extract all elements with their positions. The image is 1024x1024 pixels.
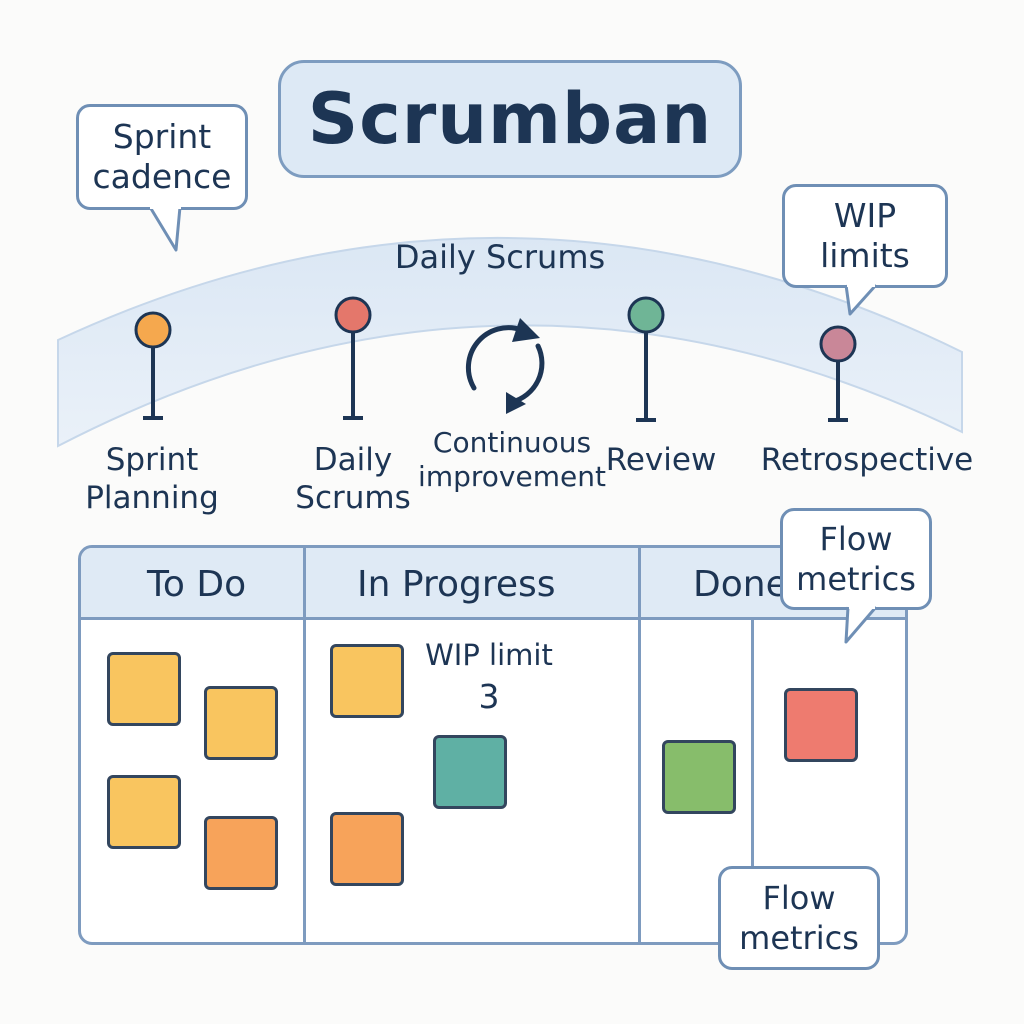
- event-label-daily-scrums: Daily Scrums: [295, 442, 411, 516]
- pin-daily-scrums: [334, 296, 372, 420]
- card-progress-3[interactable]: [330, 812, 404, 886]
- board-header: [81, 548, 905, 620]
- pin-sprint-planning: [134, 311, 172, 420]
- column-header-in-progress: In Progress: [357, 564, 556, 605]
- event-label-sprint-planning: Sprint Planning: [85, 442, 219, 516]
- callout-wip-limits-text: WIP limits: [820, 196, 910, 275]
- card-progress-2[interactable]: [433, 735, 507, 809]
- column-divider-3: [751, 620, 754, 942]
- wip-limit-value: 3: [478, 677, 500, 716]
- cadence-band: [57, 237, 963, 448]
- cycle-icon: [465, 318, 545, 414]
- callout-sprint-cadence-text: Sprint cadence: [92, 117, 232, 196]
- callout-flow-metrics-bottom: Flow metrics: [718, 866, 880, 970]
- callout-flow-metrics-bottom-text: Flow metrics: [739, 879, 859, 957]
- tail-wip-limits: [844, 283, 878, 316]
- tail-sprint-cadence: [148, 206, 182, 252]
- column-header-done: Done: [693, 564, 788, 605]
- column-header-todo: To Do: [147, 564, 247, 605]
- card-todo-1[interactable]: [107, 652, 181, 726]
- card-progress-1[interactable]: [330, 644, 404, 718]
- card-todo-4[interactable]: [204, 816, 278, 890]
- event-label-review: Review: [605, 442, 717, 478]
- tail-flow-metrics-top: [844, 606, 878, 644]
- card-done-2[interactable]: [784, 688, 858, 762]
- pin-retrospective: [819, 325, 857, 422]
- card-todo-3[interactable]: [107, 775, 181, 849]
- callout-flow-metrics-top-text: Flow metrics: [796, 520, 916, 598]
- callout-wip-limits: WIP limits: [782, 184, 948, 288]
- card-done-1[interactable]: [662, 740, 736, 814]
- wip-limit-label: WIP limit: [425, 638, 553, 672]
- column-divider-2: [638, 548, 641, 942]
- event-label-retrospective: Retrospective: [760, 442, 974, 478]
- card-todo-2[interactable]: [204, 686, 278, 760]
- pin-review: [627, 296, 665, 422]
- arc-label: Daily Scrums: [394, 238, 606, 276]
- callout-flow-metrics-top: Flow metrics: [780, 508, 932, 610]
- page-title: Scrumban: [307, 78, 713, 160]
- callout-sprint-cadence: Sprint cadence: [76, 104, 248, 210]
- title-box: Scrumban: [278, 60, 742, 178]
- column-divider-1: [303, 548, 306, 942]
- event-label-continuous-improvement: Continuous improvement: [418, 426, 606, 493]
